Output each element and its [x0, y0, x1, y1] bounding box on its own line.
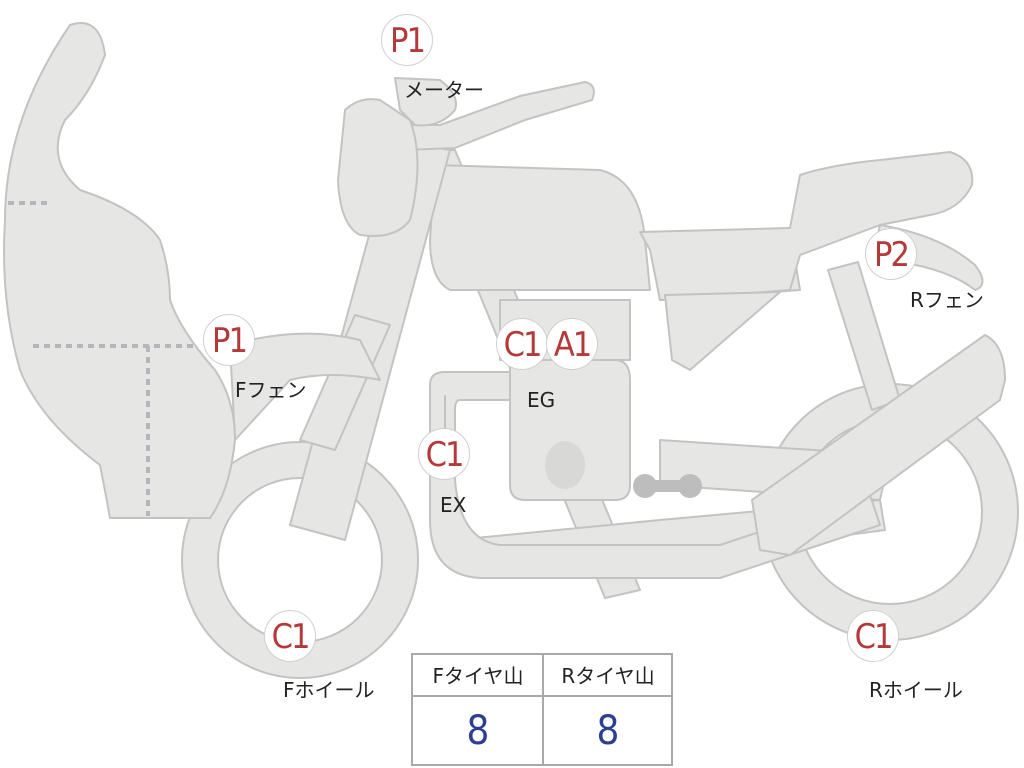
r-fender-label: Rフェン: [910, 288, 984, 312]
fuel-tank: [429, 164, 651, 291]
rear-cowl-bottom: [664, 291, 781, 371]
engine-label: EG: [527, 388, 556, 412]
front-tire-header: Fタイヤ山: [413, 655, 543, 697]
exhaust-pipe: [429, 371, 881, 579]
ex-code-badge: C1: [418, 428, 470, 480]
meter-housing: [394, 77, 457, 127]
axle-bolt-head-right: [678, 474, 702, 498]
f-fender-label: Fフェン: [235, 378, 307, 402]
rear-tire-value: 8: [596, 708, 620, 754]
front-fairing: [3, 22, 236, 519]
exhaust-label: EX: [440, 493, 467, 517]
engine-cover: [545, 441, 585, 489]
meter-label: メーター: [404, 78, 484, 102]
axle-bolt-head-left: [633, 474, 657, 498]
front-fender: [229, 332, 381, 441]
table-divider: [542, 655, 544, 766]
headlight: [337, 98, 419, 237]
rear-tire-header: Rタイヤ山: [543, 655, 673, 697]
tire-tread-table: Fタイヤ山 Rタイヤ山 8 8: [411, 653, 673, 766]
handlebar: [399, 81, 595, 151]
f-wheel-code-badge: C1: [264, 610, 316, 662]
meter-code-badge: P1: [381, 14, 433, 66]
seat: [639, 151, 974, 301]
front-tire-value: 8: [466, 708, 490, 754]
r-wheel-code-badge: C1: [847, 610, 899, 662]
r-wheel-label: Rホイール: [869, 678, 963, 702]
fork-boot: [299, 314, 391, 451]
eg-code-badge-2: A1: [546, 318, 598, 370]
eg-code-badge-1: C1: [496, 318, 548, 370]
rear-muffler: [751, 334, 1006, 556]
f-fender-code-badge: P1: [203, 314, 255, 366]
r-fender-code-badge: P2: [865, 228, 917, 280]
rear-shock: [827, 261, 901, 411]
engine-block: [509, 359, 631, 501]
f-wheel-label: Fホイール: [283, 678, 375, 702]
